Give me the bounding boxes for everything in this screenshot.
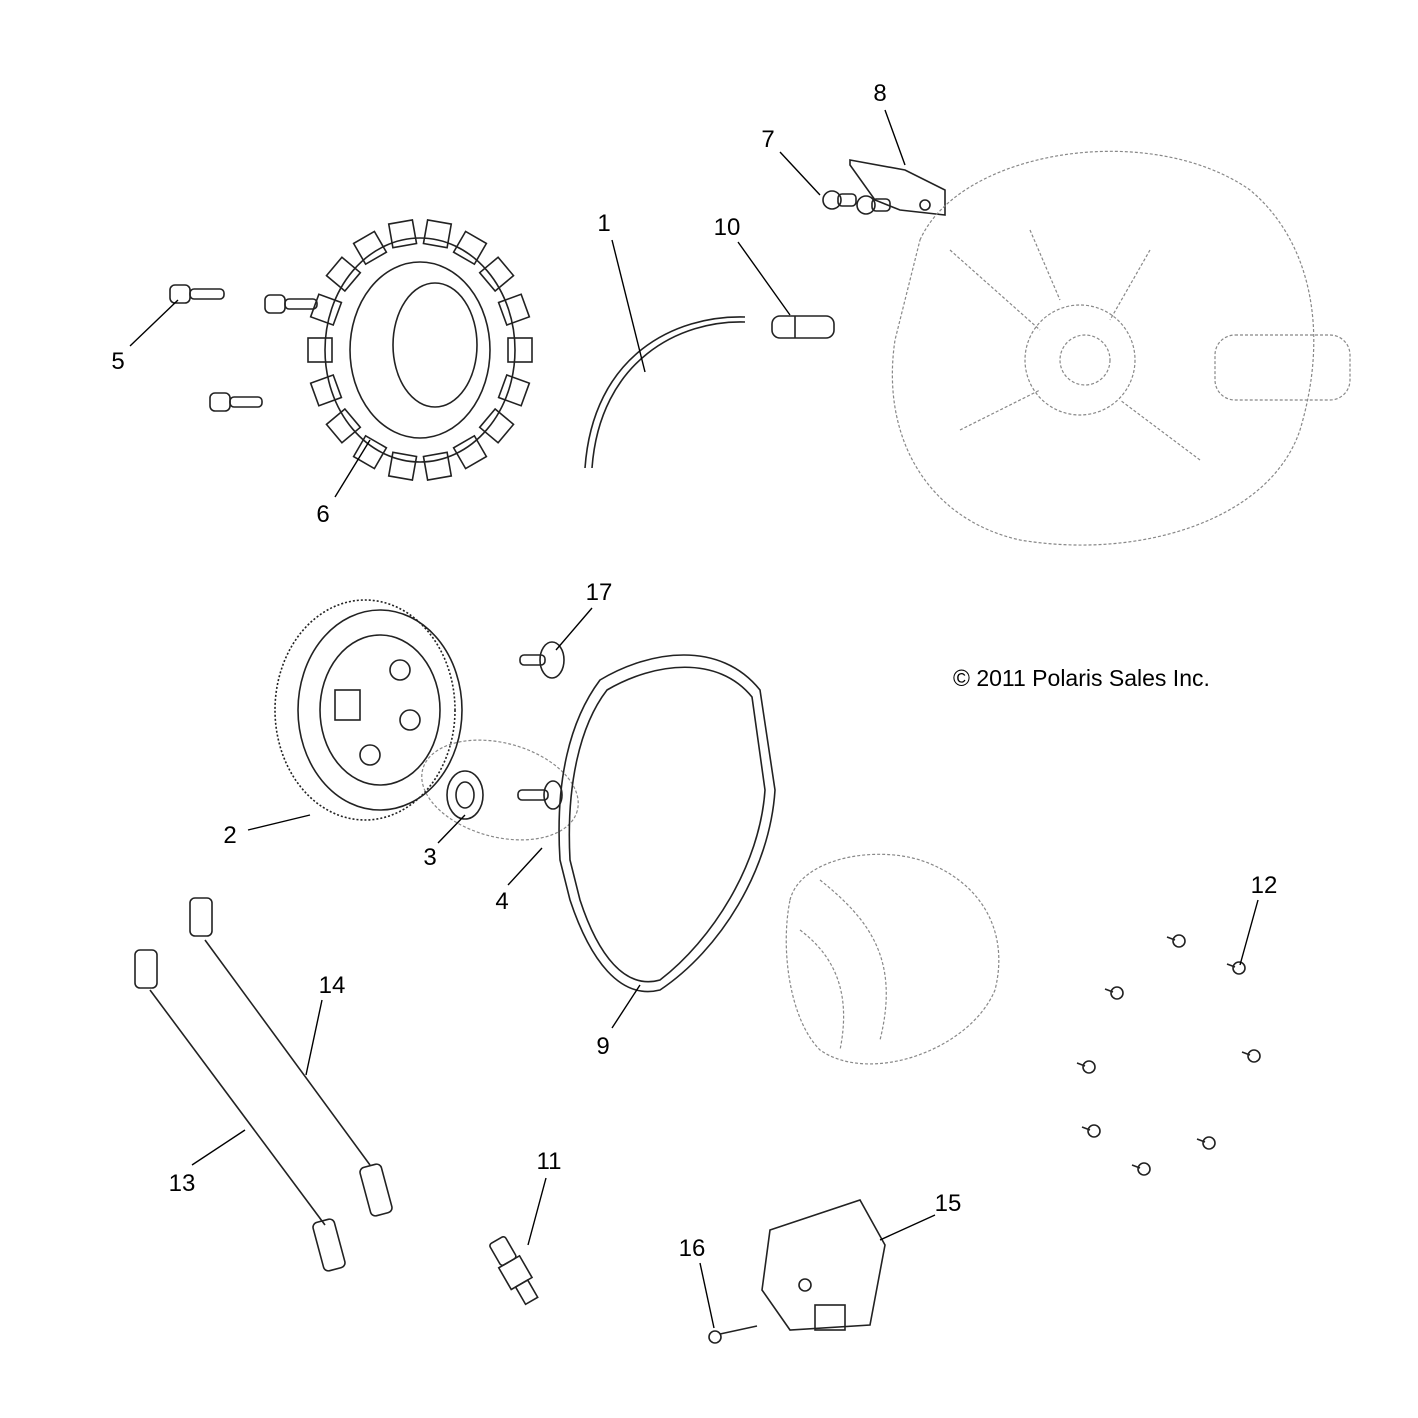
callout-16: 16 bbox=[679, 1235, 706, 1262]
callout-7: 7 bbox=[761, 126, 774, 153]
bolt-part bbox=[169, 284, 318, 412]
callout-5: 5 bbox=[111, 348, 124, 375]
wire-part bbox=[591, 321, 746, 469]
copyright-text: © 2011 Polaris Sales Inc. bbox=[953, 665, 1210, 691]
stator-pole bbox=[452, 434, 488, 470]
module-bolt-part bbox=[708, 1325, 758, 1344]
stator-pole bbox=[422, 451, 453, 482]
stator-pole bbox=[497, 373, 531, 407]
stator-pole bbox=[325, 407, 362, 444]
callout-4: 4 bbox=[495, 888, 508, 915]
stator-pole bbox=[507, 337, 533, 363]
one-way-clutch-part bbox=[446, 770, 484, 820]
stator-pole bbox=[478, 256, 515, 293]
callout-10: 10 bbox=[714, 214, 741, 241]
idler-gear-part bbox=[519, 641, 565, 679]
callout-9: 9 bbox=[596, 1033, 609, 1060]
spark-plug-part bbox=[489, 1235, 539, 1306]
stator-cover-part bbox=[785, 853, 1000, 1065]
callout-14: 14 bbox=[319, 972, 346, 999]
leader-lines bbox=[129, 109, 1259, 1329]
callout-8: 8 bbox=[873, 80, 886, 107]
small-bolt bbox=[1076, 1060, 1096, 1074]
small-bolt bbox=[1131, 1162, 1151, 1176]
stator-pole bbox=[309, 373, 343, 407]
small-bolt bbox=[1241, 1049, 1261, 1063]
stator-pole bbox=[478, 407, 515, 444]
callout-12: 12 bbox=[1251, 872, 1278, 899]
small-bolt bbox=[1104, 986, 1124, 1000]
stator-pole bbox=[387, 218, 418, 249]
grommet-part bbox=[771, 315, 835, 339]
stator-pole bbox=[309, 293, 343, 327]
small-bolt bbox=[1226, 961, 1246, 975]
stator-pole bbox=[307, 337, 333, 363]
stator-pole bbox=[422, 218, 453, 249]
small-bolt bbox=[1166, 934, 1186, 948]
callout-2: 2 bbox=[223, 822, 236, 849]
callout-15: 15 bbox=[935, 1190, 962, 1217]
stator-pole bbox=[352, 434, 388, 470]
gasket-part bbox=[558, 654, 776, 993]
stator-pole bbox=[452, 230, 488, 266]
callout-13: 13 bbox=[169, 1170, 196, 1197]
flywheel-bolt-part bbox=[517, 780, 563, 810]
small-bolt bbox=[1081, 1124, 1101, 1138]
stator-pole bbox=[352, 230, 388, 266]
small-bolt bbox=[1196, 1136, 1216, 1150]
stator-pole bbox=[497, 293, 531, 327]
callout-3: 3 bbox=[423, 844, 436, 871]
callout-17: 17 bbox=[586, 579, 613, 606]
stator-part bbox=[307, 218, 533, 482]
callout-1: 1 bbox=[597, 210, 610, 237]
bracket-part bbox=[822, 159, 946, 216]
flywheel-part bbox=[274, 599, 463, 821]
stator-pole bbox=[325, 256, 362, 293]
callout-6: 6 bbox=[316, 501, 329, 528]
crankcase-part bbox=[891, 150, 1351, 546]
spark-plug-wire-part bbox=[134, 897, 393, 1272]
ignition-module-part bbox=[761, 1199, 886, 1331]
callout-11: 11 bbox=[537, 1148, 562, 1175]
stator-pole bbox=[387, 451, 418, 482]
cover-bolt-part bbox=[1076, 934, 1261, 1176]
